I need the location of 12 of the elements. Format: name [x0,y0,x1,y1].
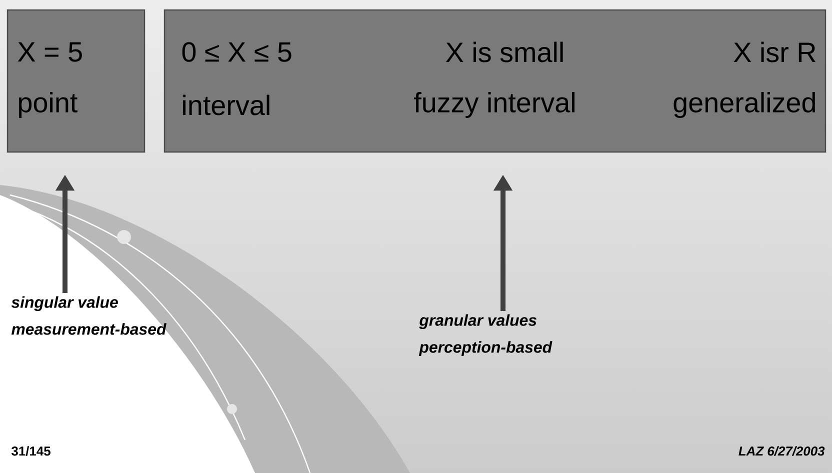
value-box: X = 5 point [6,9,146,153]
caption-text: granular values perception-based [418,314,552,356]
panel-box [164,9,826,153]
footer-text: 31/145 [12,446,50,456]
term-label: generalized [674,92,815,118]
term-label: fuzzy interval [414,92,574,118]
footer-text: LAZ 6/27/2003 [738,446,825,456]
term-label: interval [183,94,270,116]
term-label: X is small [446,42,563,62]
term-label: 0 ≤ X ≤ 5 [182,42,292,62]
caption-text: singular value measurement-based [11,296,166,335]
term-label: X isr R [734,42,816,62]
